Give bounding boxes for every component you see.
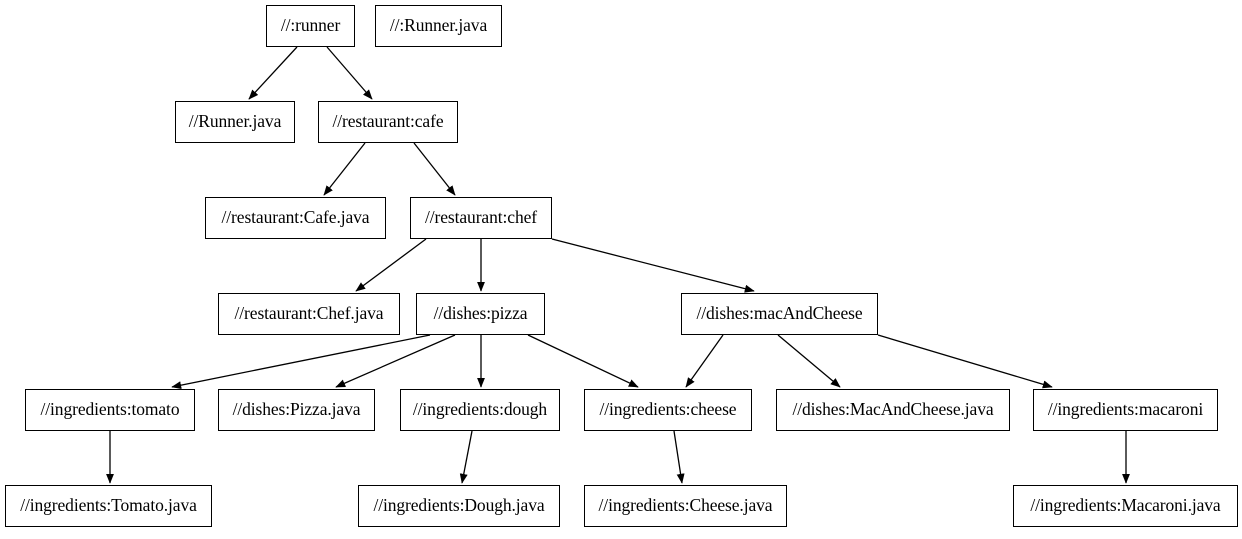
- graph-node-macaroni_java[interactable]: //ingredients:Macaroni.java: [1013, 485, 1238, 527]
- graph-node-label: //restaurant:chef: [425, 207, 537, 228]
- graph-node-macandcheese[interactable]: //dishes:macAndCheese: [681, 293, 878, 335]
- graph-node-runner_java_root[interactable]: //:Runner.java: [375, 5, 502, 47]
- graph-node-label: //ingredients:Tomato.java: [20, 495, 197, 516]
- graph-node-label: //dishes:pizza: [433, 303, 528, 324]
- graph-node-cheese[interactable]: //ingredients:cheese: [584, 389, 752, 431]
- graph-node-runner[interactable]: //:runner: [266, 5, 355, 47]
- graph-node-label: //ingredients:Cheese.java: [598, 495, 773, 516]
- graph-node-label: //:Runner.java: [389, 15, 488, 36]
- graph-node-label: //dishes:MacAndCheese.java: [792, 399, 994, 420]
- graph-node-chef_java[interactable]: //restaurant:Chef.java: [218, 293, 400, 335]
- graph-node-chef[interactable]: //restaurant:chef: [410, 197, 552, 239]
- graph-node-runner_java[interactable]: //Runner.java: [175, 101, 295, 143]
- graph-node-label: //Runner.java: [188, 111, 282, 132]
- graph-node-label: //restaurant:Chef.java: [234, 303, 384, 324]
- graph-node-pizza[interactable]: //dishes:pizza: [416, 293, 545, 335]
- graph-node-label: //ingredients:tomato: [40, 399, 180, 420]
- graph-node-label: //dishes:Pizza.java: [232, 399, 361, 420]
- graph-node-macandcheese_java[interactable]: //dishes:MacAndCheese.java: [776, 389, 1010, 431]
- graph-node-label: //ingredients:Macaroni.java: [1030, 495, 1221, 516]
- graph-node-label: //ingredients:macaroni: [1047, 399, 1204, 420]
- graph-node-cafe[interactable]: //restaurant:cafe: [318, 101, 458, 143]
- graph-node-label: //ingredients:dough: [412, 399, 548, 420]
- graph-node-label: //ingredients:cheese: [599, 399, 737, 420]
- graph-node-label: //:runner: [280, 15, 341, 36]
- graph-node-tomato[interactable]: //ingredients:tomato: [25, 389, 195, 431]
- graph-node-pizza_java[interactable]: //dishes:Pizza.java: [218, 389, 375, 431]
- graph-node-dough[interactable]: //ingredients:dough: [400, 389, 560, 431]
- graph-node-label: //ingredients:Dough.java: [373, 495, 545, 516]
- graph-node-label: //restaurant:Cafe.java: [221, 207, 370, 228]
- graph-node-macaroni[interactable]: //ingredients:macaroni: [1033, 389, 1218, 431]
- graph-node-cafe_java[interactable]: //restaurant:Cafe.java: [205, 197, 386, 239]
- graph-node-cheese_java[interactable]: //ingredients:Cheese.java: [584, 485, 787, 527]
- graph-node-dough_java[interactable]: //ingredients:Dough.java: [358, 485, 560, 527]
- graph-node-label: //restaurant:cafe: [332, 111, 444, 132]
- graph-node-label: //dishes:macAndCheese: [696, 303, 863, 324]
- graph-node-tomato_java[interactable]: //ingredients:Tomato.java: [5, 485, 212, 527]
